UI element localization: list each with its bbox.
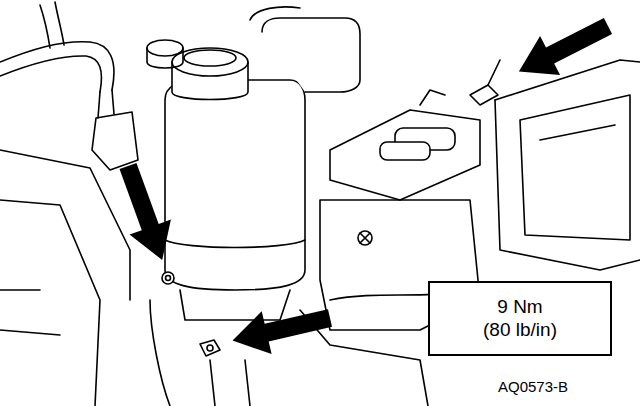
pointer-arrows bbox=[107, 6, 618, 362]
torque-spec-box: 9 Nm(80 lb/in) bbox=[428, 281, 612, 356]
pointer-arrow bbox=[509, 6, 618, 91]
pointer-arrow bbox=[107, 158, 183, 267]
torque-value: (80 lb/in) bbox=[483, 319, 557, 342]
figure-code: AQ0573-B bbox=[498, 378, 568, 395]
pointer-arrow bbox=[228, 297, 335, 362]
torque-value: 9 Nm bbox=[497, 296, 542, 319]
